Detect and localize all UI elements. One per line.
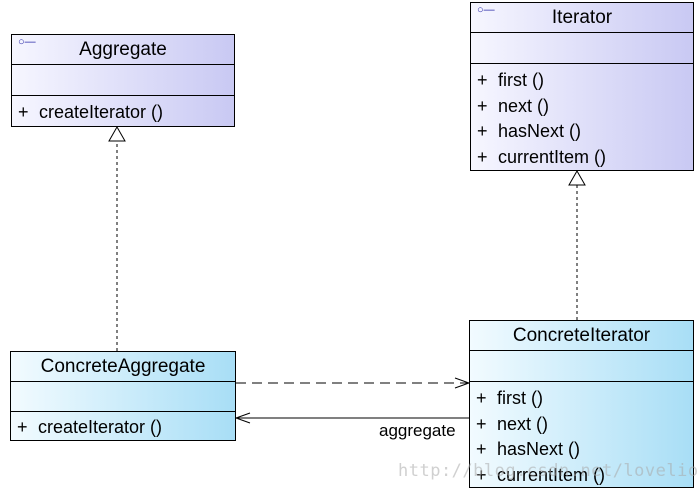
class-concrete-iterator-header: ConcreteIterator: [470, 321, 693, 351]
operations-compartment: +first () +next () +hasNext () +currentI…: [471, 64, 693, 170]
operation: +createIterator (): [17, 417, 163, 437]
class-name: ConcreteIterator: [512, 325, 651, 346]
watermark: http://blog.csdn.net/lovelion: [398, 461, 698, 481]
operation: +createIterator (): [18, 102, 164, 122]
operation: +next (): [476, 413, 549, 434]
association-arrowhead: [234, 412, 251, 424]
operation: +currentItem (): [477, 146, 607, 167]
attributes-compartment: [471, 33, 693, 64]
operation: +first (): [476, 388, 543, 408]
operation: +next (): [477, 95, 550, 116]
realization-arrowhead-aggregate: [108, 125, 126, 142]
interface-icon: ○—: [477, 4, 495, 16]
operations-compartment: +createIterator (): [11, 412, 235, 441]
class-aggregate-header: ○— Aggregate: [12, 35, 234, 65]
class-iterator[interactable]: ○— Iterator +first () +next () +hasNext …: [470, 2, 694, 171]
class-concrete-aggregate[interactable]: ConcreteAggregate +createIterator (): [10, 351, 236, 441]
operation: +hasNext (): [476, 439, 581, 459]
interface-icon: ○—: [18, 36, 36, 48]
operation: +hasNext (): [477, 121, 582, 141]
operation: +currentItem (): [476, 464, 606, 485]
attributes-compartment: [11, 382, 235, 412]
class-iterator-header: ○— Iterator: [471, 3, 693, 33]
realization-arrowhead-iterator: [568, 169, 586, 186]
class-name: Aggregate: [79, 39, 167, 60]
class-name: Iterator: [551, 7, 613, 28]
attributes-compartment: [12, 65, 234, 96]
operation: +first (): [477, 70, 544, 90]
class-name: ConcreteAggregate: [40, 356, 206, 377]
class-concrete-aggregate-header: ConcreteAggregate: [11, 352, 235, 382]
class-aggregate[interactable]: ○— Aggregate +createIterator (): [11, 34, 235, 127]
operations-compartment: +createIterator (): [12, 96, 234, 126]
operations-compartment: +first () +next () +hasNext () +currentI…: [470, 382, 693, 488]
attributes-compartment: [470, 351, 693, 382]
class-concrete-iterator[interactable]: ConcreteIterator +first () +next () +has…: [469, 320, 694, 488]
association-role-label: aggregate: [379, 421, 456, 440]
